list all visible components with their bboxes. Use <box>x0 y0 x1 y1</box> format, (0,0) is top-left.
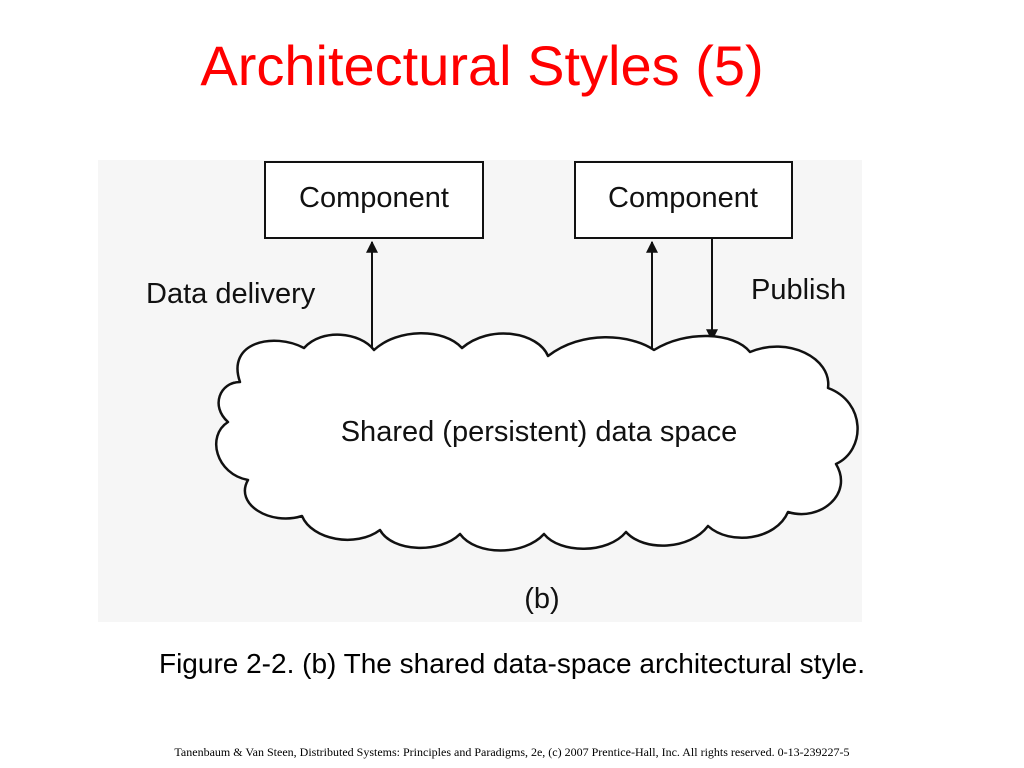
diagram-canvas: Component Component Data delivery Publis… <box>146 161 859 615</box>
figure-caption: Figure 2-2. (b) The shared data-space ar… <box>158 648 866 679</box>
component-box-right-frame <box>574 161 793 239</box>
subfigure-label: (b) <box>524 583 559 615</box>
slide-title: Architectural Styles (5) <box>200 34 764 97</box>
component-box-left: Component <box>264 161 484 239</box>
component-label-left: Component <box>299 182 449 214</box>
component-label-right: Component <box>608 182 758 214</box>
publish-label: Publish <box>751 274 846 306</box>
component-box-right: Component <box>574 161 793 239</box>
shared-data-space-label: Shared (persistent) data space <box>341 416 738 448</box>
copyright-footer: Tanenbaum & Van Steen, Distributed Syste… <box>174 745 850 759</box>
shared-data-space-cloud <box>215 332 859 552</box>
diagram-figure: Component Component Data delivery Publis… <box>98 160 862 622</box>
component-box-left-frame <box>264 161 484 239</box>
data-delivery-label: Data delivery <box>146 278 316 310</box>
